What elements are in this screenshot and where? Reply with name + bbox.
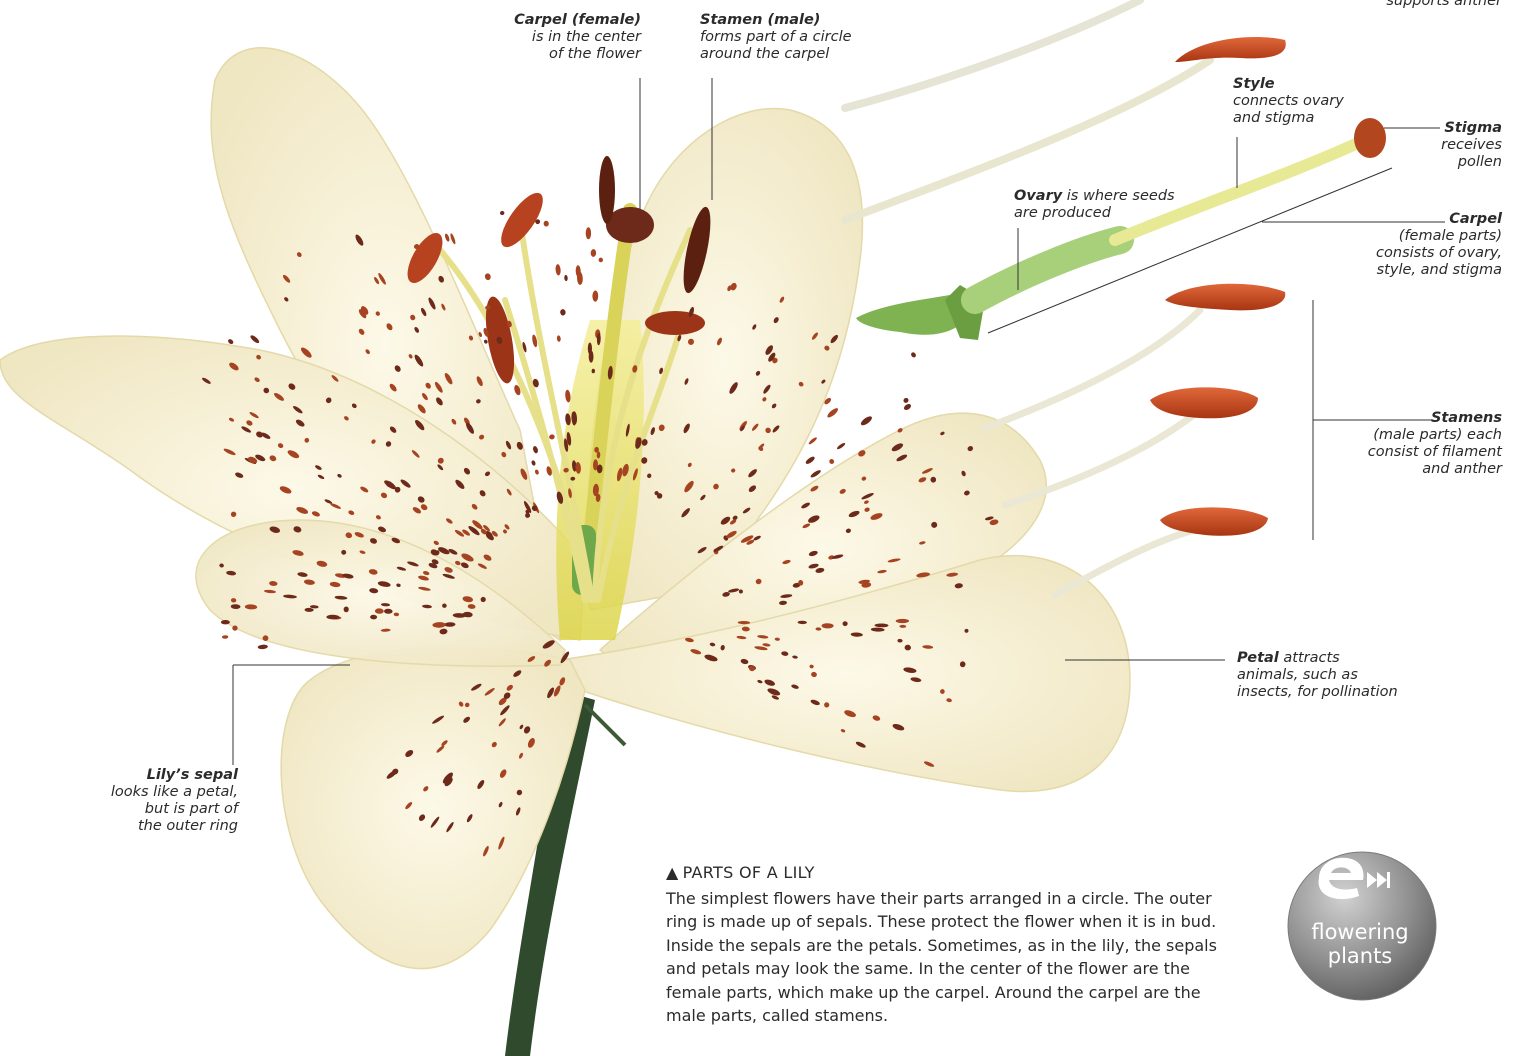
petal-spot bbox=[826, 407, 839, 419]
e-link-badge[interactable]: flowering plants bbox=[1285, 848, 1439, 1003]
triangle-up-icon: ▲ bbox=[666, 863, 679, 882]
stem-leaf bbox=[585, 705, 625, 745]
badge-label: flowering plants bbox=[1285, 920, 1435, 968]
stigma-in-flower bbox=[606, 207, 654, 243]
petal-spot bbox=[902, 397, 909, 404]
caption: ▲PARTS OF A LILY The simplest flowers ha… bbox=[666, 861, 1226, 1028]
petal-spot bbox=[564, 275, 568, 281]
petal-spot bbox=[549, 434, 556, 440]
petal-spot bbox=[592, 290, 598, 301]
petal-spot bbox=[555, 264, 561, 276]
label-supports-anther: supports anther bbox=[1386, 0, 1502, 10]
caption-title: ▲PARTS OF A LILY bbox=[666, 861, 1226, 885]
petal-spot bbox=[836, 442, 846, 450]
petal-spot bbox=[808, 436, 818, 445]
petal-spot bbox=[449, 233, 456, 245]
petal-spot bbox=[599, 258, 604, 263]
label-ovary: Ovary is where seeds are produced bbox=[1014, 188, 1204, 222]
petal-spot bbox=[910, 351, 917, 358]
label-stamens: Stamens (male parts) each consist of fil… bbox=[1322, 410, 1502, 478]
label-carpel-parts: Carpel (female parts) consists of ovary,… bbox=[1322, 211, 1502, 279]
label-sepal: Lily’s sepal looks like a petal, but is … bbox=[60, 767, 238, 835]
petal-spot bbox=[859, 415, 873, 427]
petal-spot bbox=[444, 233, 450, 242]
petal-spot bbox=[557, 335, 561, 342]
label-style: Style connects ovary and stigma bbox=[1233, 76, 1383, 127]
petal-spot bbox=[591, 249, 597, 257]
label-carpel-center: Carpel (female) is in the center of the … bbox=[455, 12, 641, 63]
petal-spot bbox=[560, 309, 566, 316]
petal-spot bbox=[565, 389, 572, 402]
petal-spot bbox=[896, 619, 909, 623]
petal-spot bbox=[531, 460, 536, 466]
petal-spot bbox=[483, 339, 488, 344]
petal-spot bbox=[222, 635, 229, 639]
petal-spot bbox=[828, 458, 835, 465]
label-stigma: Stigma receives pollen bbox=[1382, 120, 1502, 171]
petal-spot bbox=[589, 350, 594, 362]
detached-carpel bbox=[856, 118, 1386, 340]
petal-spot bbox=[258, 644, 269, 649]
petal-spot bbox=[805, 455, 816, 465]
petal-spot bbox=[484, 273, 492, 281]
petal-spot bbox=[221, 620, 230, 624]
petal-spot bbox=[586, 227, 591, 239]
petal-spot bbox=[543, 220, 549, 226]
petal-spot bbox=[500, 210, 505, 215]
petal-spot bbox=[249, 334, 260, 344]
petal-spot bbox=[532, 445, 539, 453]
petal-spot bbox=[534, 469, 539, 475]
label-stamen-male: Stamen (male) forms part of a circle aro… bbox=[700, 12, 900, 63]
caption-body: The simplest flowers have their parts ar… bbox=[666, 889, 1217, 1026]
petal-spot bbox=[903, 403, 912, 412]
label-petal: Petal attracts animals, such as insects,… bbox=[1237, 650, 1457, 701]
